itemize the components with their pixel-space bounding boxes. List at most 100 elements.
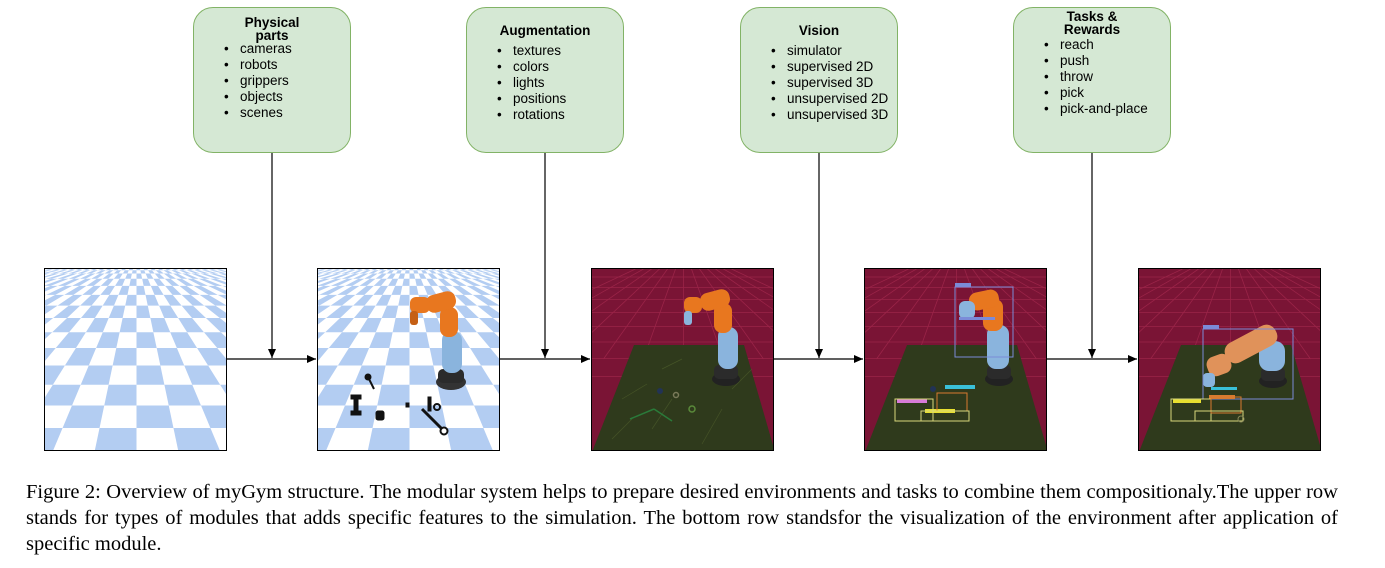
checker-tile xyxy=(409,273,416,279)
panel-empty-floor xyxy=(44,268,227,451)
grid-line xyxy=(1139,269,1199,312)
checker-tile xyxy=(94,427,137,450)
checker-tile xyxy=(68,273,87,279)
checker-tile xyxy=(72,278,92,286)
checker-tile xyxy=(409,285,419,295)
checker-tile xyxy=(45,294,65,306)
checker-tile xyxy=(53,305,81,319)
checker-tile xyxy=(373,278,387,286)
checker-tile xyxy=(427,273,438,279)
checker-tile xyxy=(150,285,164,295)
checker-tile xyxy=(45,384,81,406)
checker-tile xyxy=(464,273,484,279)
checker-tile xyxy=(129,278,137,286)
checker-tile xyxy=(163,294,182,306)
checker-tile xyxy=(164,278,180,286)
module-item: objects xyxy=(224,89,350,105)
checker-tile xyxy=(332,269,342,271)
module-title: Vision xyxy=(798,23,840,38)
checker-tile xyxy=(220,384,226,395)
checker-tile xyxy=(181,294,205,306)
checker-tile xyxy=(178,270,192,274)
checker-tile xyxy=(165,269,172,271)
checker-tile xyxy=(163,270,173,274)
checker-tile xyxy=(225,270,226,271)
checker-tile xyxy=(102,294,119,306)
grid-line xyxy=(1254,269,1320,331)
checker-tile xyxy=(337,285,360,295)
checker-tile xyxy=(481,269,491,271)
checker-tile xyxy=(158,269,164,271)
checker-tile xyxy=(409,332,430,349)
bounding-boxes xyxy=(1170,325,1294,423)
checker-tile xyxy=(330,294,356,306)
checker-tile xyxy=(100,285,116,295)
checker-tile xyxy=(52,318,81,333)
checker-tile xyxy=(46,285,73,295)
checker-tile xyxy=(318,269,327,271)
checker-tile xyxy=(153,278,166,286)
checker-tile xyxy=(74,269,83,271)
checker-tile xyxy=(416,269,422,271)
checker-tile xyxy=(385,348,410,366)
module-item: robots xyxy=(224,57,350,73)
checker-tile xyxy=(476,332,499,349)
module-item: simulator xyxy=(771,43,897,59)
checker-tile xyxy=(163,273,177,279)
checker-tile xyxy=(398,294,410,306)
checker-tile xyxy=(444,270,456,274)
checker-tile xyxy=(136,305,151,319)
checker-tile xyxy=(57,278,80,286)
checker-tile xyxy=(350,270,364,274)
checker-tile xyxy=(318,285,331,292)
checker-tile xyxy=(182,273,199,279)
checker-tile xyxy=(140,270,146,274)
checker-tile xyxy=(353,305,376,319)
checker-tile xyxy=(391,285,403,295)
robot-arm xyxy=(1203,324,1287,388)
checker-tile xyxy=(86,270,98,274)
checker-tile xyxy=(347,269,356,271)
checker-tile xyxy=(495,269,499,270)
grid-line xyxy=(996,269,1046,298)
grid-line xyxy=(876,269,941,360)
checker-tile xyxy=(205,318,226,333)
checker-tile xyxy=(155,270,164,274)
module-item: cameras xyxy=(224,41,350,57)
checker-tile xyxy=(197,348,226,366)
grid-line xyxy=(980,269,1046,331)
checker-tile xyxy=(172,273,188,279)
checker-tile xyxy=(330,273,351,279)
checker-tile xyxy=(375,273,387,279)
checker-tile xyxy=(118,285,130,295)
checker-tile xyxy=(186,270,201,274)
checker-tile xyxy=(115,278,126,286)
checker-tile xyxy=(102,273,114,279)
panel-tasks-rewards xyxy=(1138,268,1321,451)
checker-tile xyxy=(488,269,499,271)
checker-tile xyxy=(409,269,414,271)
checker-tile xyxy=(186,269,195,271)
checker-tile xyxy=(119,318,137,333)
checker-tile xyxy=(85,318,109,333)
checker-tile xyxy=(318,273,342,279)
checker-tile xyxy=(80,305,103,319)
checker-tile xyxy=(45,427,63,450)
module-item: scenes xyxy=(224,105,350,121)
module-box-physical-parts: Physical parts cameras robots grippers o… xyxy=(193,7,351,153)
checker-tile xyxy=(82,269,90,271)
checker-tile xyxy=(318,278,342,286)
checker-tile xyxy=(200,273,222,279)
checker-tile xyxy=(68,270,83,274)
checker-tile xyxy=(121,269,126,271)
module-item: colors xyxy=(497,59,623,75)
module-item: grippers xyxy=(224,73,350,89)
checker-tile xyxy=(113,273,123,279)
checker-tile xyxy=(445,273,461,279)
checker-tile xyxy=(418,273,427,279)
module-item: supervised 3D xyxy=(771,75,897,91)
module-item: throw xyxy=(1044,69,1170,85)
module-title: Augmentation xyxy=(499,23,591,38)
checker-tile xyxy=(451,270,465,274)
checker-tile xyxy=(210,278,226,285)
